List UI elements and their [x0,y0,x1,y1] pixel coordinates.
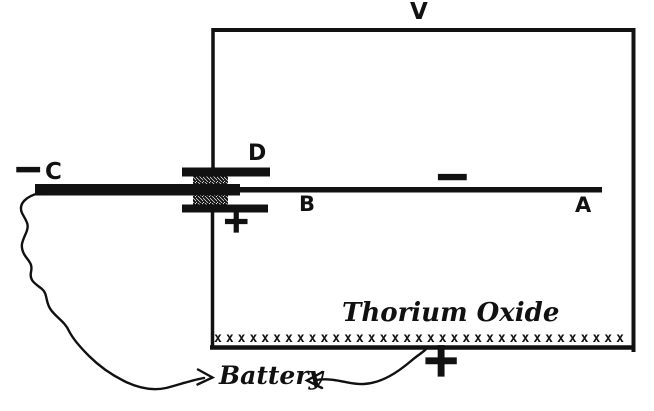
thorium-oxide-label: Thorium Oxide [342,298,560,328]
filament-wire [239,187,602,193]
plus-sign-at-battery: + [420,332,462,388]
vessel-outline [210,28,636,352]
seal-bottom-plate [182,204,268,213]
seal-top-plate [182,167,270,177]
oxide-coating-row: xxxxxxxxxxxxxxxxxxxxxxxxxxxxxxxxxxx [214,331,628,346]
battery-label: Battery [219,361,324,390]
battery-lead-right [304,346,429,390]
point-a-label: A [575,193,592,217]
terminal-c-label: C [45,159,62,185]
battery-lead-right-wire [314,346,429,386]
vessel-label: V [410,0,428,25]
cathode-rod [35,184,240,196]
plus-sign-at-seal: + [221,201,251,241]
battery-lead-left [19,191,216,391]
left-arrowhead-icon [304,370,324,390]
seal-d-label: D [248,141,267,166]
minus-sign-on-filament: − [433,151,471,202]
point-b-label: B [299,192,316,216]
minus-sign-at-c: − [12,149,44,190]
battery-lead-left-wire [19,191,206,391]
right-arrowhead-icon [196,368,216,386]
